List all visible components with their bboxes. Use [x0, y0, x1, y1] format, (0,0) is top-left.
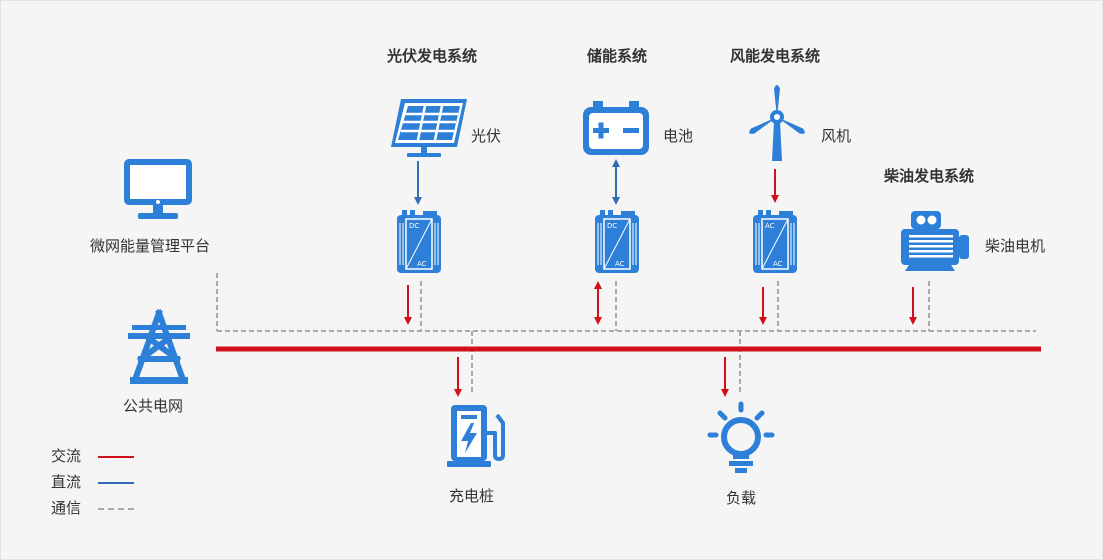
wind-turbine-icon	[749, 85, 805, 161]
pv-system-title: 光伏发电系统	[387, 47, 478, 65]
pv-inverter-top-label: DC	[409, 222, 419, 230]
pv-label: 光伏	[471, 127, 502, 145]
wind-inverter-bottom-label: AC	[773, 260, 783, 268]
grid-label: 公共电网	[123, 397, 184, 415]
wind-label: 风机	[821, 127, 852, 145]
diesel-label: 柴油电机	[985, 237, 1046, 255]
legend-comm-swatch	[98, 508, 134, 510]
diesel-system-title: 柴油发电系统	[884, 167, 975, 185]
battery-inverter-top-label: DC	[607, 222, 617, 230]
battery-inverter-bottom-label: AC	[615, 260, 625, 268]
pv-inverter-bottom-label: AC	[417, 260, 427, 268]
battery-inverter-icon: DC AC	[595, 210, 639, 273]
wind-system-title: 风能发电系统	[730, 47, 821, 65]
legend-ac-swatch	[98, 456, 134, 458]
battery-icon	[583, 101, 649, 155]
diesel-generator-icon	[901, 211, 969, 271]
transmission-tower-icon	[128, 309, 190, 384]
legend-dc-swatch	[98, 482, 134, 484]
monitor-icon	[124, 159, 192, 219]
storage-system-title: 储能系统	[587, 47, 648, 65]
solar-panel-icon	[391, 99, 467, 157]
wind-inverter-top-label: AC	[765, 222, 775, 230]
charger-label: 充电桩	[449, 487, 495, 505]
legend-ac-label: 交流	[51, 447, 82, 465]
wind-inverter-icon: AC AC	[753, 210, 797, 273]
charging-station-icon	[447, 405, 505, 467]
comm-lines	[216, 273, 1036, 393]
ems-label: 微网能量管理平台	[90, 237, 211, 255]
legend-dc-label: 直流	[51, 473, 82, 491]
load-label: 负载	[726, 489, 757, 507]
pv-inverter-icon: DC AC	[397, 210, 441, 273]
battery-label: 电池	[663, 127, 694, 145]
light-bulb-icon	[707, 401, 775, 473]
legend-comm-label: 通信	[51, 499, 82, 517]
